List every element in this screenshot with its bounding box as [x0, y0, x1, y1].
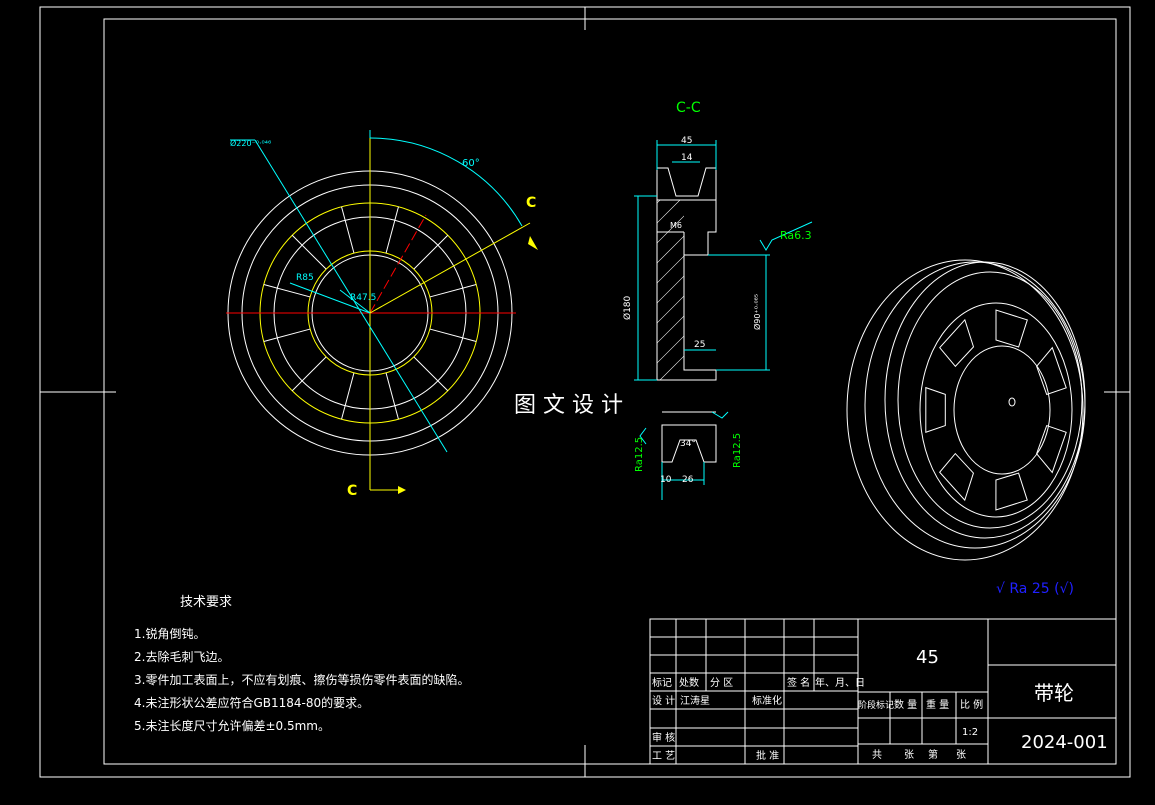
tech-title: 技术要求: [180, 595, 232, 610]
dim-r-large: R85: [296, 273, 314, 283]
review-label: 审 核: [652, 731, 675, 744]
spoke-line: [429, 328, 477, 342]
standardize-label: 标准化: [752, 694, 782, 707]
iso-spoke-window: [1036, 424, 1067, 474]
process-label: 工 艺: [652, 750, 675, 762]
section-view: [656, 167, 717, 463]
dim-10: 10: [660, 475, 672, 485]
tech-item-3: 3.零件加工表面上，不应有划痕、擦伤等损伤零件表面的缺陷。: [134, 672, 469, 687]
iso-spoke-window: [939, 318, 975, 368]
sheets-number-suffix: 张: [956, 749, 966, 761]
roughness-top: Ra6.3: [780, 229, 812, 242]
iso-spoke-window: [1036, 346, 1067, 396]
designer: 江涛星: [680, 694, 710, 707]
section-marker-bottom: C: [347, 483, 357, 499]
sheets-total-prefix: 共: [872, 749, 882, 761]
iso-spoke-window: [995, 309, 1028, 348]
spoke-line: [263, 328, 311, 342]
approve-label: 批 准: [756, 749, 779, 762]
dim-26: 26: [682, 475, 694, 485]
scale-label: 比 例: [960, 698, 983, 711]
corner-roughness: √ Ra 25 (√): [996, 581, 1074, 597]
scale-value: 1:2: [962, 727, 978, 738]
iso-spoke-window: [938, 452, 975, 502]
dim-180: Ø180: [622, 295, 633, 320]
row-label-zone: 分 区: [710, 677, 733, 689]
front-view-labels: C C Ø220⁻⁰·⁰⁴⁶ 60° R85 R47.5: [230, 138, 536, 499]
iso-spoke-window: [925, 386, 946, 433]
roughness-left: Ra12.5: [634, 437, 645, 472]
weight-label: 重 量: [926, 698, 949, 711]
row-label-sign: 签 名: [787, 676, 810, 689]
section-title: C-C: [676, 100, 701, 116]
dim-m6: M6: [670, 221, 682, 230]
dim-r-small: R47.5: [350, 293, 376, 303]
tech-item-1: 1.锐角倒钝。: [134, 627, 205, 641]
spoke-line: [341, 206, 355, 254]
watermark: 图 文 设 计: [514, 393, 623, 418]
section-marker-top: C: [526, 195, 536, 211]
spoke-line: [385, 206, 399, 254]
spoke-line: [263, 284, 311, 298]
dim-angle: 60°: [462, 158, 480, 169]
dim-25: 25: [694, 340, 705, 350]
spoke-line: [291, 356, 327, 392]
row-label-mark: 标记: [652, 677, 672, 689]
section-roughness: [639, 221, 813, 445]
tech-item-4: 4.未注形状公差应符合GB1184-80的要求。: [134, 695, 369, 710]
sheets-number-prefix: 第: [928, 748, 938, 761]
spoke-line: [413, 356, 449, 392]
iso-spoke-window: [995, 472, 1028, 511]
spoke-line: [291, 234, 327, 270]
dim-34: 34°: [680, 439, 696, 449]
section-labels: C-C 45 14 M6 Ra6.3 Ø180 Ø90⁺⁰·⁰⁸⁵ 25 Ra1…: [622, 100, 812, 485]
row-label-count: 处数: [679, 676, 699, 689]
dim-bore: Ø90⁺⁰·⁰⁸⁵: [752, 294, 762, 330]
part-name: 带轮: [1034, 681, 1074, 705]
spoke-line: [341, 372, 355, 420]
dim-14: 14: [681, 153, 693, 163]
spoke-line: [385, 372, 399, 420]
tech-requirements: 技术要求 1.锐角倒钝。 2.去除毛刺飞边。 3.零件加工表面上，不应有划痕、擦…: [134, 595, 469, 733]
spokes: [263, 206, 477, 420]
material: 45: [916, 647, 939, 668]
tech-item-5: 5.未注长度尺寸允许偏差±0.5mm。: [134, 718, 330, 733]
tech-item-2: 2.去除毛刺飞边。: [134, 649, 229, 664]
iso-spokes: [925, 309, 1067, 511]
row-label-date: 年、月、日: [815, 676, 865, 689]
sheets-total-suffix: 张: [904, 749, 914, 761]
section-dims: [634, 140, 770, 500]
sheet-frame: [39, 6, 1131, 778]
design-label: 设 计: [652, 694, 675, 707]
front-view: [226, 130, 538, 494]
spoke-line: [413, 234, 449, 270]
title-block-text: 45 带轮 2024-001 标记 处数 分 区 签 名 年、月、日 设 计 江…: [652, 647, 1108, 762]
quantity-label: 数 量: [894, 698, 917, 711]
stage-label: 阶段标记: [858, 699, 894, 711]
spoke-line: [429, 284, 477, 298]
drawing-number: 2024-001: [1021, 732, 1108, 753]
roughness-right: Ra12.5: [732, 433, 743, 468]
title-block: [649, 618, 1117, 765]
dim-diameter: Ø220⁻⁰·⁰⁴⁶: [230, 138, 271, 148]
dim-45: 45: [681, 136, 692, 146]
isometric-view: [846, 259, 1086, 561]
